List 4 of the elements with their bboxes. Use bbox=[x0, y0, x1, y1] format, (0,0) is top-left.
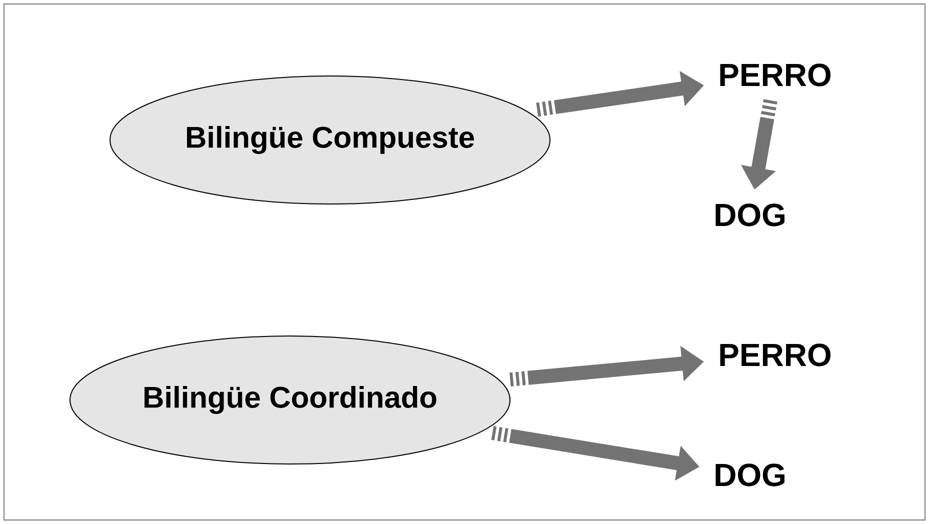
word-label: PERRO bbox=[720, 64, 831, 86]
word-label: DOG bbox=[716, 204, 784, 226]
word-label: PERRO bbox=[720, 344, 831, 366]
word-label: DOG bbox=[716, 464, 784, 486]
